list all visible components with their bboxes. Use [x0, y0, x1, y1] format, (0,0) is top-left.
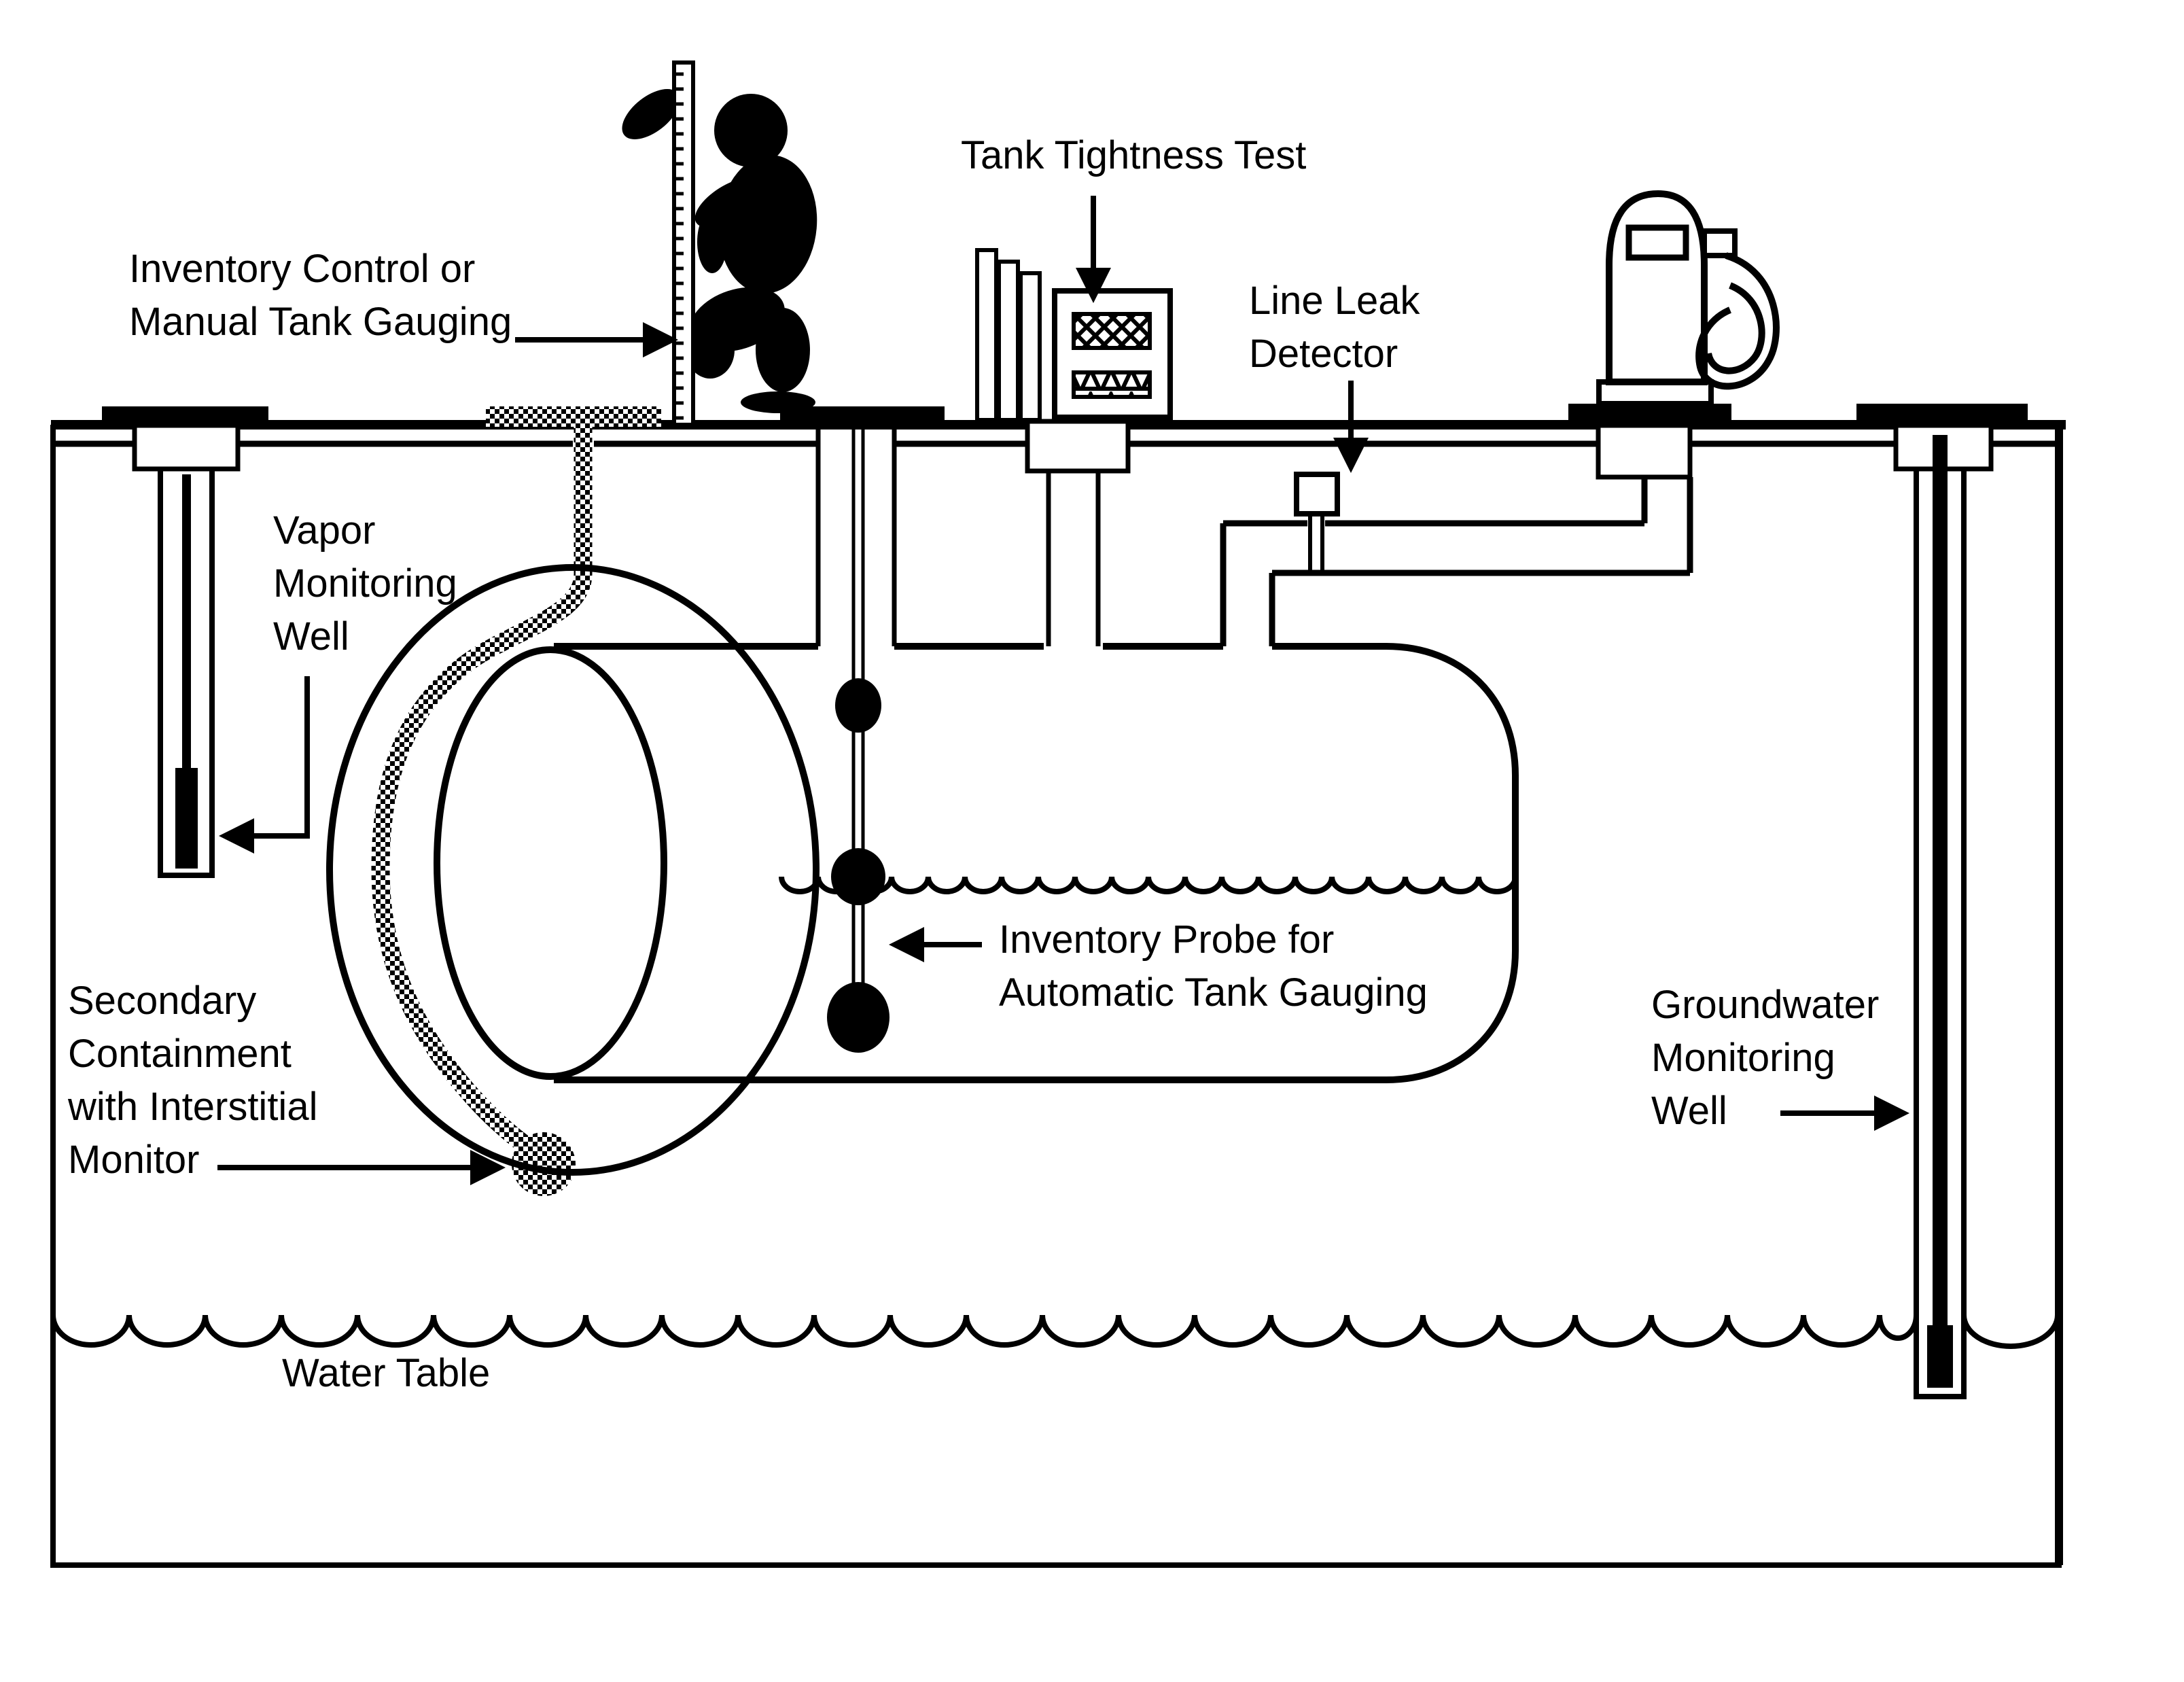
label-inventory-control: Inventory Control or Manual Tank Gauging — [129, 247, 678, 357]
arrow-head-down-icon — [1333, 438, 1369, 473]
label-text: Automatic Tank Gauging — [999, 970, 1428, 1015]
person-foot — [741, 391, 815, 413]
dispenser-riser — [1596, 423, 1693, 480]
label-line-leak-detector: Line Leak Detector — [1249, 279, 1421, 473]
water-table-line — [50, 1314, 2060, 1349]
probe-float-bottom — [827, 982, 890, 1053]
annotations: Inventory Control or Manual Tank Gauging… — [67, 133, 1909, 1395]
arrow-head-right-icon — [470, 1150, 506, 1185]
interstitial-monitor-sensor — [512, 1132, 576, 1196]
label-text: Inventory Probe for — [999, 917, 1334, 962]
arrow-head-left-icon — [889, 927, 924, 962]
tightness-test-riser — [1025, 419, 1131, 646]
excavation-border — [50, 425, 2063, 1568]
arrow-head-down-icon — [1076, 268, 1111, 303]
label-vapor-monitoring-well: Vapor Monitoring Well — [219, 508, 457, 854]
dispenser-hose — [1695, 252, 1780, 390]
label-text: Groundwater — [1651, 983, 1879, 1027]
label-inventory-probe: Inventory Probe for Automatic Tank Gaugi… — [889, 917, 1428, 1015]
arrow-line — [251, 676, 310, 839]
tester-gauge-panel-top — [1072, 312, 1152, 350]
label-text: Line Leak — [1249, 279, 1421, 323]
storage-tank — [554, 643, 1519, 1083]
tightness-test-equipment — [975, 248, 1173, 422]
interstitial-monitor-cable — [371, 425, 593, 1196]
person-head — [714, 94, 788, 167]
dispenser-island-pad — [1568, 404, 1731, 424]
tank-end-cap — [434, 646, 667, 1080]
tank-liquid-level — [779, 876, 1518, 894]
label-text: Vapor — [273, 508, 375, 553]
label-text: Monitor — [68, 1138, 199, 1182]
surface-pads — [102, 404, 2028, 427]
label-water-table: Water Table — [282, 1351, 490, 1395]
label-text: Monitoring — [1651, 1036, 1835, 1080]
label-tank-tightness-test: Tank Tightness Test — [961, 133, 1306, 303]
probe-float-top — [835, 678, 881, 733]
arrow-head-right-icon — [643, 322, 678, 357]
atg-probe — [815, 425, 897, 1053]
label-text: Secondary — [68, 979, 256, 1023]
gauge-port-pad — [780, 406, 945, 425]
vapor-well-pad — [102, 406, 268, 425]
product-pipe — [1220, 477, 1693, 646]
line-leak-detector — [1294, 472, 1340, 573]
label-text: Well — [273, 614, 349, 659]
label-text: Well — [1651, 1089, 1727, 1133]
person-figure — [622, 89, 817, 413]
label-text: Manual Tank Gauging — [129, 300, 512, 344]
fuel-dispenser — [1596, 190, 1780, 406]
label-groundwater-monitoring-well: Groundwater Monitoring Well — [1651, 983, 1909, 1133]
label-text: Monitoring — [273, 561, 457, 606]
vapor-monitoring-well — [132, 423, 241, 878]
dispenser-nozzle-holder — [1702, 228, 1738, 258]
label-text: Inventory Control or — [129, 247, 475, 291]
arrow-head-left-icon — [219, 818, 254, 854]
arrow-head-right-icon — [1874, 1096, 1909, 1131]
dispenser-display — [1625, 224, 1689, 261]
groundwater-well-pad — [1856, 404, 2028, 424]
fill-port-pad — [486, 406, 661, 427]
tester-gauge-panel-bottom — [1072, 370, 1152, 399]
label-text: Detector — [1249, 332, 1398, 376]
dispenser-hose-coil — [1705, 282, 1765, 374]
dispenser-body — [1606, 190, 1708, 385]
secondary-containment-jacket — [326, 564, 820, 1176]
gauging-stick — [672, 60, 695, 427]
groundwater-monitoring-well — [1893, 423, 1994, 1399]
label-text: Containment — [68, 1032, 292, 1076]
label-text: Tank Tightness Test — [961, 133, 1306, 177]
probe-float-waterline — [831, 848, 885, 905]
label-text: Water Table — [282, 1351, 490, 1395]
label-text: with Interstitial — [67, 1085, 317, 1129]
label-secondary-containment: Secondary Containment with Interstitial … — [67, 979, 506, 1185]
